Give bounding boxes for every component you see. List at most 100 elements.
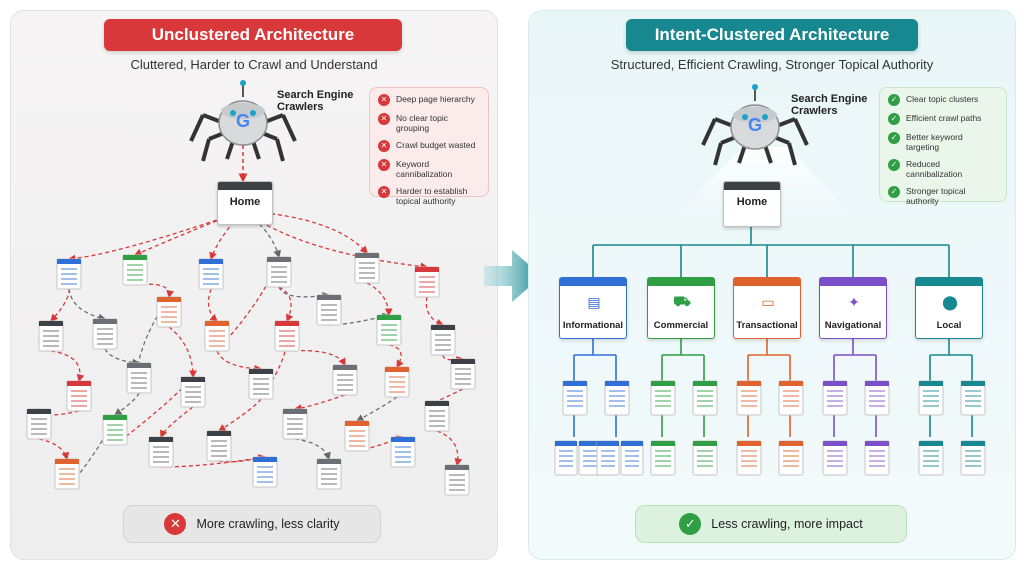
benefits-callout: ✓Clear topic clusters ✓Efficient crawl p… — [879, 87, 1007, 206]
page-node — [376, 314, 402, 346]
crawl-link — [50, 288, 70, 322]
cluster-page — [918, 380, 944, 416]
check-icon: ✓ — [888, 159, 900, 171]
unclustered-title: Unclustered Architecture — [104, 19, 402, 51]
cluster-page — [692, 440, 718, 476]
transition-arrow-icon — [484, 250, 542, 302]
crawl-link — [242, 210, 429, 271]
cluster-page — [822, 440, 848, 476]
category-label: Transactional — [736, 320, 798, 331]
cart-icon: ⛟ — [673, 292, 691, 309]
category-card-commercial: ⛟Commercial — [647, 277, 715, 339]
crawl-link — [104, 348, 141, 367]
cluster-page — [562, 380, 588, 416]
document-icon: ▤ — [587, 293, 601, 310]
page-node — [198, 258, 224, 290]
cluster-page — [736, 380, 762, 416]
check-icon: ✓ — [888, 186, 900, 198]
cluster-page — [596, 440, 620, 476]
page-node — [38, 320, 64, 352]
cluster-page — [650, 440, 676, 476]
check-circle-icon: ✓ — [679, 513, 702, 535]
page-node — [92, 318, 118, 350]
page-node — [344, 420, 370, 452]
crawl-link — [160, 406, 194, 439]
cluster-page — [692, 380, 718, 416]
category-label: Informational — [562, 320, 624, 331]
clustered-summary: ✓ Less crawling, more impact — [635, 505, 907, 543]
crawl-link — [67, 210, 244, 263]
crawl-link — [425, 296, 445, 327]
cluster-page — [736, 440, 762, 476]
crawl-link — [50, 350, 85, 383]
check-icon: ✓ — [888, 113, 900, 125]
page-node — [180, 376, 206, 408]
crawler-robot-icon — [701, 84, 809, 166]
category-card-informational: ▤ Informational — [559, 277, 627, 339]
crawl-link — [68, 288, 107, 322]
unclustered-subtitle: Cluttered, Harder to Crawl and Understan… — [130, 57, 378, 72]
page-node — [274, 320, 300, 352]
clustered-title: Intent-Clustered Architecture — [626, 19, 918, 51]
clustered-subtitle: Structured, Efficient Crawling, Stronger… — [610, 57, 934, 72]
page-node — [122, 254, 148, 286]
page-node — [354, 252, 380, 284]
cluster-page — [554, 440, 578, 476]
benefit-item: ✓Clear topic clusters — [888, 94, 998, 106]
cluster-page — [864, 440, 890, 476]
page-node — [316, 294, 342, 326]
benefit-item: ✓Reduced cannibalization — [888, 159, 998, 179]
cluster-page — [650, 380, 676, 416]
crawl-link — [293, 394, 346, 413]
check-icon: ✓ — [888, 132, 900, 144]
page-node — [282, 408, 308, 440]
home-page-node: Home — [723, 181, 781, 227]
compass-icon: ✦ — [848, 293, 860, 310]
unclustered-summary: ✕ More crawling, less clarity — [123, 505, 381, 543]
page-node — [252, 456, 278, 488]
check-icon: ✓ — [888, 94, 900, 106]
category-label: Navigational — [824, 320, 882, 331]
category-label: Local — [936, 320, 962, 331]
page-node — [444, 464, 470, 496]
crawler-label: Search Engine Crawlers — [277, 89, 354, 113]
cluster-page — [918, 440, 944, 476]
cluster-page — [822, 380, 848, 416]
unclustered-diagram: G — [26, 80, 476, 496]
crawl-link — [294, 438, 331, 461]
crawl-link — [114, 376, 194, 446]
page-node — [206, 430, 232, 462]
x-circle-icon: ✕ — [164, 513, 187, 535]
page-node — [54, 458, 80, 490]
page-node — [204, 320, 230, 352]
home-label: Home — [736, 196, 768, 208]
page-node — [332, 364, 358, 396]
crawl-link — [442, 354, 465, 364]
page-node — [248, 368, 274, 400]
credit-card-icon: ▭ — [761, 293, 775, 310]
issue-item: ✕No clear topic grouping — [378, 113, 480, 133]
crawl-link — [113, 392, 140, 416]
page-node — [102, 414, 128, 446]
category-card-navigational: ✦ Navigational — [819, 277, 887, 339]
cluster-page — [778, 380, 804, 416]
page-node — [266, 256, 292, 288]
page-node — [414, 266, 440, 298]
page-node — [66, 380, 92, 412]
x-icon: ✕ — [378, 94, 390, 106]
cluster-page — [578, 440, 602, 476]
page-node — [430, 324, 456, 356]
home-page-node: Home — [217, 181, 273, 225]
cluster-page — [778, 440, 804, 476]
clustered-summary-text: Less crawling, more impact — [711, 517, 863, 531]
issue-item: ✕Deep page hierarchy — [378, 94, 480, 106]
crawl-link — [216, 350, 263, 373]
crawl-link — [388, 344, 404, 369]
crawler-label: Search Engine Crawlers — [791, 93, 868, 117]
crawl-link — [134, 283, 175, 299]
issue-item: ✕Harder to establish topical authority — [378, 186, 480, 206]
crawl-link — [278, 286, 294, 323]
x-icon: ✕ — [378, 186, 390, 198]
crawl-link — [286, 349, 346, 367]
benefit-item: ✓Stronger topical authority — [888, 186, 998, 206]
